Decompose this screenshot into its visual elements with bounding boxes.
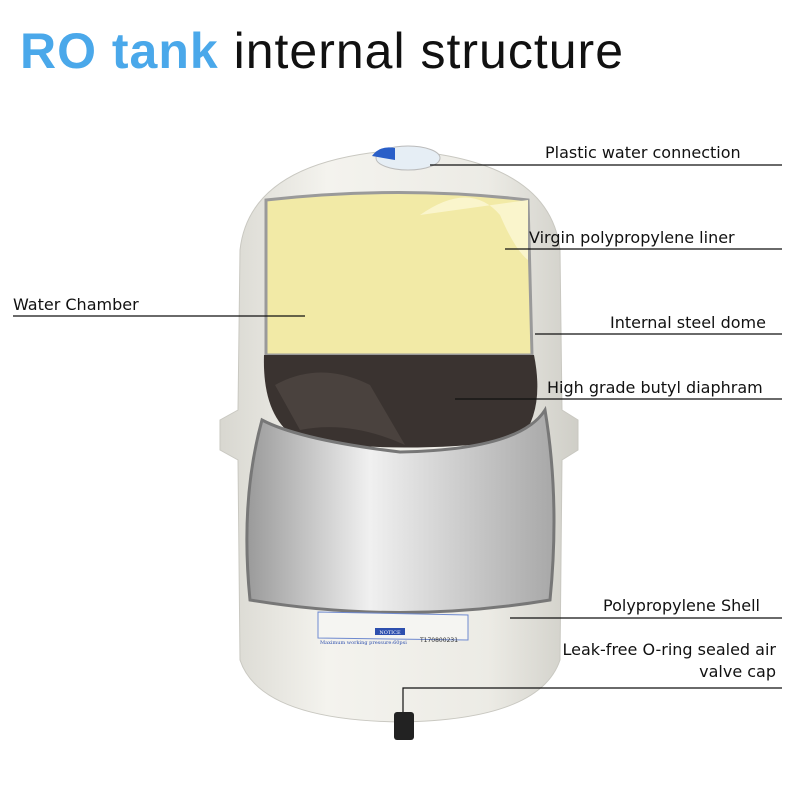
- page-title: RO tank internal structure: [20, 22, 624, 80]
- water-chamber: [264, 191, 534, 357]
- leader-lines: [13, 164, 782, 712]
- tank-interior: [245, 405, 556, 614]
- label-polypropylene-shell: Polypropylene Shell: [603, 596, 760, 615]
- label-water-chamber: Water Chamber: [13, 295, 139, 314]
- svg-text:T170800231: T170800231: [419, 637, 458, 644]
- svg-text:Maximum working pressure:60psi: Maximum working pressure:60psi: [320, 640, 407, 646]
- air-valve-cap: [394, 712, 414, 740]
- label-plastic-water-connection: Plastic water connection: [545, 143, 741, 162]
- title-highlight: RO tank: [20, 23, 219, 79]
- label-virgin-polypropylene-liner: Virgin polypropylene liner: [529, 228, 735, 247]
- label-internal-steel-dome: Internal steel dome: [610, 313, 766, 332]
- title-rest: internal structure: [233, 23, 624, 79]
- blue-cap: [372, 147, 395, 160]
- label-butyl-diaphragm: High grade butyl diaphram: [547, 378, 763, 397]
- label-valve-line1: Leak-free O-ring sealed air: [562, 640, 776, 659]
- notice-sticker: NOTICE Maximum working pressure:60psi T1…: [317, 611, 469, 646]
- svg-text:NOTICE: NOTICE: [379, 630, 401, 636]
- label-valve-line2: valve cap: [699, 662, 776, 681]
